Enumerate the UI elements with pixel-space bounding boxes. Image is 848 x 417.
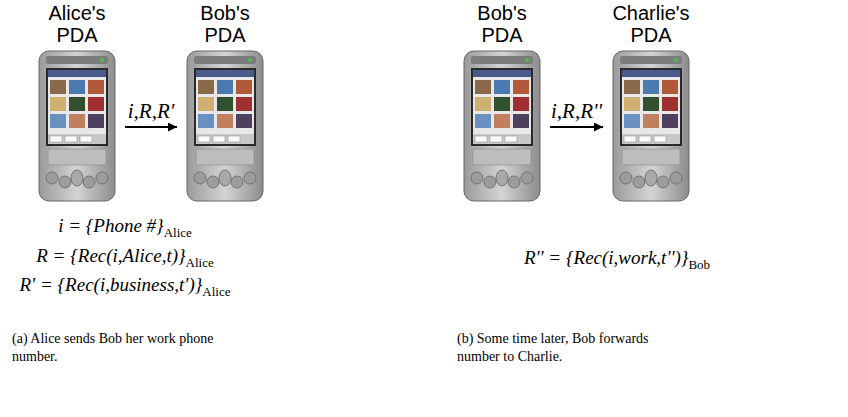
label-group: i = {Phone #}Alice [58,214,192,238]
signer-subscript: Alice [202,284,230,299]
formula-text: R = {Rec(i,Alice,t)} [36,245,185,266]
formula-text: R'' = {Rec(i,work,t'')} [524,247,689,268]
label-group: R = {Rec(i,Alice,t)}Alice [36,244,214,268]
signer-subscript: Alice [164,225,192,240]
figure-caption: (a) Alice sends Bob her work phone numbe… [12,330,217,366]
formula-text: i = {Phone #} [58,215,164,236]
pda-node: Charlie's PDA [605,2,697,202]
signer-subscript: Alice [186,255,214,270]
label-group: (a) Alice sends Bob her work phone numbe… [12,330,217,366]
device-name: Bob's PDA [456,2,548,46]
figure-caption: (b) Some time later, Bob forwards number… [457,330,685,366]
label-group: R' = {Rec(i,business,t')}Alice [20,273,231,297]
pda-picture [39,51,115,201]
signer-subscript: Bob [688,257,710,272]
pda-node: Bob's PDA [456,2,548,202]
label-group: R'' = {Rec(i,work,t'')}Bob [524,246,710,270]
pda-picture [464,51,540,201]
pda-node: Alice's PDA [31,2,123,202]
transfer-arrow [125,126,177,128]
label-group: (b) Some time later, Bob forwards number… [457,330,685,366]
message-label: i,R,R' [126,99,176,123]
message-label: i,R,R'' [549,99,604,123]
transfer-arrow [550,126,603,128]
device-name: Alice's PDA [31,2,123,46]
pda-picture [187,51,263,201]
device-name: Bob's PDA [179,2,271,46]
device-name: Charlie's PDA [605,2,697,46]
pda-node: Bob's PDA [179,2,271,202]
pda-picture [613,51,689,201]
formula-text: R' = {Rec(i,business,t')} [20,274,203,295]
